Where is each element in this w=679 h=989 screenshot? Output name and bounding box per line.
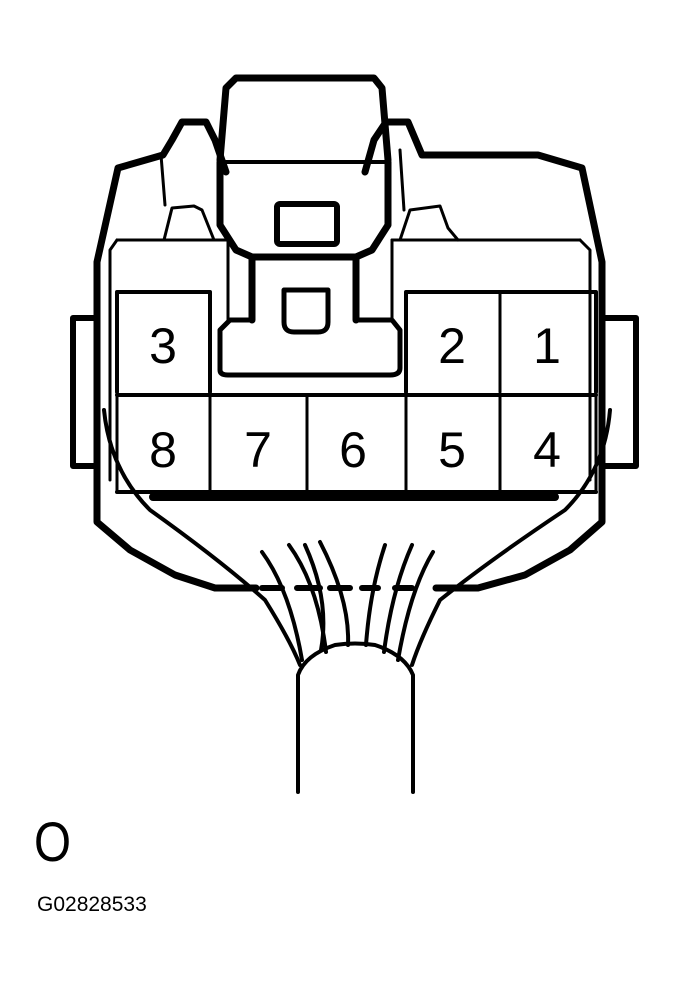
wire-harness <box>102 408 612 794</box>
view-label: O <box>34 810 72 873</box>
pin-2-label: 2 <box>438 318 466 374</box>
side-latch-left <box>70 315 100 469</box>
side-latch-right <box>599 315 639 469</box>
connector-housing <box>93 118 606 592</box>
pin-5-label: 5 <box>438 422 466 478</box>
pin-8-label: 8 <box>149 422 177 478</box>
pin-7-label: 7 <box>244 422 272 478</box>
pin-1-label: 1 <box>533 318 561 374</box>
pin-grid <box>115 290 598 501</box>
pin-labels: 3 2 1 8 7 6 5 4 <box>149 318 561 478</box>
pin-4-label: 4 <box>533 422 561 478</box>
pin-3-label: 3 <box>149 318 177 374</box>
locking-tab <box>216 74 392 335</box>
figure-id: G02828533 <box>37 893 147 916</box>
pin-6-label: 6 <box>339 422 367 478</box>
